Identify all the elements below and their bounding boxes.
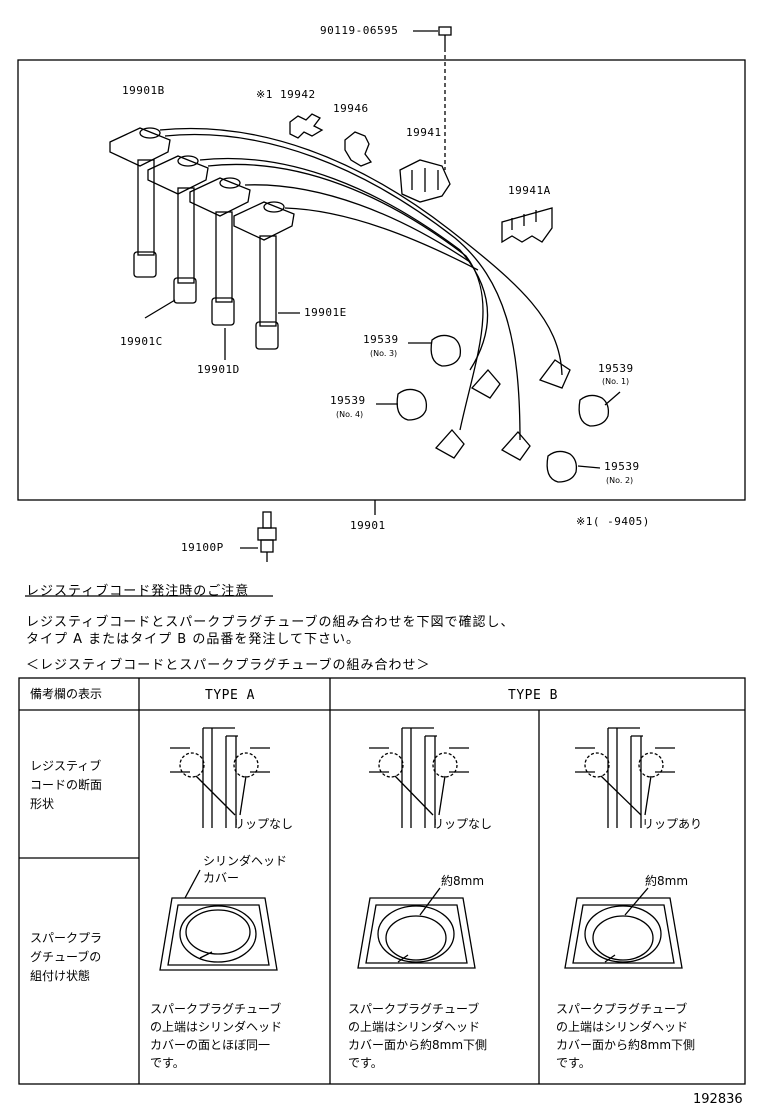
label-19100P: 19100P — [181, 541, 224, 554]
label-no1: (No. 1) — [602, 377, 630, 386]
label-19901C: 19901C — [120, 335, 163, 348]
label-no4: (No. 4) — [336, 410, 364, 419]
approx-8mm-b2: 約8mm — [645, 874, 689, 888]
tube-install-type-b1 — [357, 887, 476, 969]
approx-8mm-b1: 約8mm — [441, 874, 485, 888]
desc-b2-2: の上端はシリンダヘッド — [556, 1020, 689, 1034]
label-19539-no4: 19539 — [330, 394, 366, 407]
tube-install-type-a — [159, 869, 278, 971]
terminal-2 — [500, 431, 531, 461]
diagram-frame — [17, 59, 746, 501]
notice-line-2: タイプ A またはタイプ B の品番を発注して下さい。 — [26, 632, 360, 647]
combination-table — [18, 677, 746, 1085]
desc-a-4: です。 — [150, 1056, 185, 1070]
cord-section-type-a — [170, 727, 270, 828]
boot-no4 — [396, 388, 428, 421]
tube-install-type-b2 — [564, 887, 683, 969]
label-note: ※1( -9405) — [576, 515, 650, 528]
label-no2: (No. 2) — [606, 476, 634, 485]
desc-b2-3: カバー面から約8mm下側 — [556, 1038, 696, 1052]
table-header-type-a: TYPE A — [205, 688, 255, 703]
label-19901E: 19901E — [304, 306, 347, 319]
terminal-3 — [470, 369, 501, 399]
label-19901B: 19901B — [122, 84, 165, 97]
clamp-19942 — [289, 113, 324, 139]
figure-id: 192836 — [693, 1092, 743, 1107]
cord-19901E — [233, 201, 295, 350]
row2-label-1: スパークプラ — [30, 931, 103, 945]
boot-no3 — [430, 334, 462, 367]
desc-b2-4: です。 — [556, 1056, 591, 1070]
table-header-type-b: TYPE B — [508, 688, 558, 703]
label-19941A: 19941A — [508, 184, 551, 197]
lip-none-a: リップなし — [233, 817, 294, 831]
notice-heading: レジスティブコード発注時のご注意 — [26, 584, 250, 599]
label-19941: 19941 — [406, 126, 442, 139]
label-19539-no3: 19539 — [363, 333, 399, 346]
spark-plug-19100P — [257, 511, 277, 562]
row1-label-2: コードの断面 — [30, 778, 103, 792]
table-header-remarks: 備考欄の表示 — [30, 687, 103, 701]
label-19942: ※1 19942 — [256, 88, 316, 101]
clamp-19946 — [344, 131, 373, 167]
boot-no2 — [546, 450, 578, 483]
bolt-90119 — [438, 26, 452, 170]
row1-label-1: レジスティブ — [30, 759, 102, 773]
cord-19901C — [147, 155, 209, 304]
wire-bundle — [159, 127, 563, 441]
lip-yes: リップあり — [642, 817, 703, 831]
cylinder-head-label-2: カバー — [203, 871, 240, 885]
desc-b1-4: です。 — [348, 1056, 383, 1070]
desc-a-3: カバーの面とほぼ同一 — [150, 1038, 271, 1052]
label-19539-no2: 19539 — [604, 460, 640, 473]
cylinder-head-label-1: シリンダヘッド — [203, 854, 288, 868]
label-19946: 19946 — [333, 102, 369, 115]
row1-label-3: 形状 — [30, 797, 55, 811]
terminal-1 — [538, 359, 571, 389]
label-19901D: 19901D — [197, 363, 240, 376]
desc-a-1: スパークプラグチューブ — [150, 1002, 282, 1016]
cord-19901B — [109, 127, 171, 278]
desc-b2-1: スパークプラグチューブ — [556, 1002, 688, 1016]
row2-label-3: 組付け状態 — [30, 969, 91, 983]
desc-b1-3: カバー面から約8mm下側 — [348, 1038, 488, 1052]
clamp-19941 — [399, 159, 451, 203]
desc-b1-2: の上端はシリンダヘッド — [348, 1020, 481, 1034]
label-no3: (No. 3) — [370, 349, 398, 358]
notice-subheading: ＜レジスティブコードとスパークプラグチューブの組み合わせ＞ — [26, 658, 431, 673]
cord-19901D — [189, 177, 251, 326]
label-bolt: 90119-06595 — [320, 24, 399, 37]
desc-a-2: の上端はシリンダヘッド — [150, 1020, 283, 1034]
boot-no1 — [578, 394, 610, 427]
cord-section-type-b1 — [369, 727, 469, 828]
label-19901: 19901 — [350, 519, 386, 532]
lip-none-b: リップなし — [432, 817, 493, 831]
desc-b1-1: スパークプラグチューブ — [348, 1002, 480, 1016]
cord-section-type-b2 — [575, 727, 675, 828]
row2-label-2: グチューブの — [30, 950, 102, 964]
clamp-19941A — [501, 207, 553, 244]
terminal-4 — [434, 429, 465, 459]
label-19539-no1: 19539 — [598, 362, 634, 375]
notice-line-1: レジスティブコードとスパークプラグチューブの組み合わせを下図で確認し、 — [26, 615, 515, 630]
